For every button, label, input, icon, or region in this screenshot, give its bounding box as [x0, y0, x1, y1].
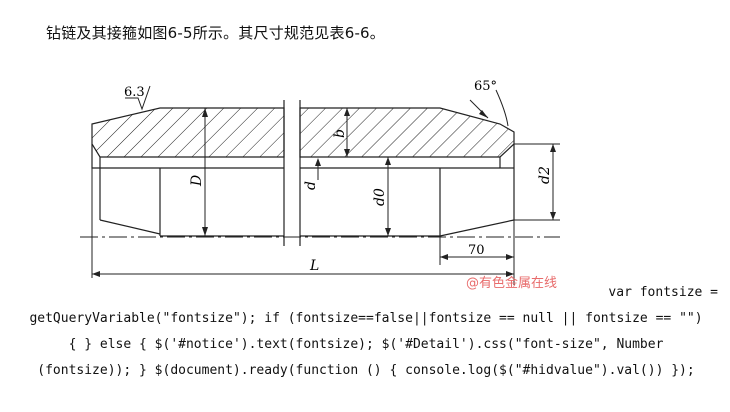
code-line-2: getQueryVariable("fontsize"); if (fontsi…: [29, 311, 703, 326]
drill-collar-drawing: 6.3 65° b D d d0 d2 70 L: [80, 79, 560, 285]
code-line-3: { } else { $('#notice').text(fontsize); …: [68, 337, 664, 352]
right-wall-hatch: [299, 107, 515, 158]
code-line-1: var fontsize =: [608, 285, 718, 300]
roughness-label: 6.3: [124, 85, 145, 100]
d-label: d: [303, 181, 319, 190]
length-70-label: 70: [468, 243, 485, 258]
left-wall-hatch: [91, 107, 285, 158]
code-line-4: (fontsize)); } $(document).ready(functio…: [37, 363, 695, 378]
script-code-text: var fontsize = getQueryVariable("fontsiz…: [14, 280, 718, 384]
D-label: D: [189, 175, 205, 187]
watermark: @有色金属在线: [466, 276, 558, 291]
angle-label: 65°: [474, 79, 497, 94]
intro-text: 钻链及其接箍如图6-5所示。其尺寸规范见表6-6。: [46, 24, 386, 42]
roughness-symbol: [125, 85, 151, 111]
b-label: b: [332, 129, 348, 138]
L-label: L: [309, 258, 319, 274]
d2-label: d2: [537, 166, 553, 184]
d0-label: d0: [372, 188, 388, 206]
